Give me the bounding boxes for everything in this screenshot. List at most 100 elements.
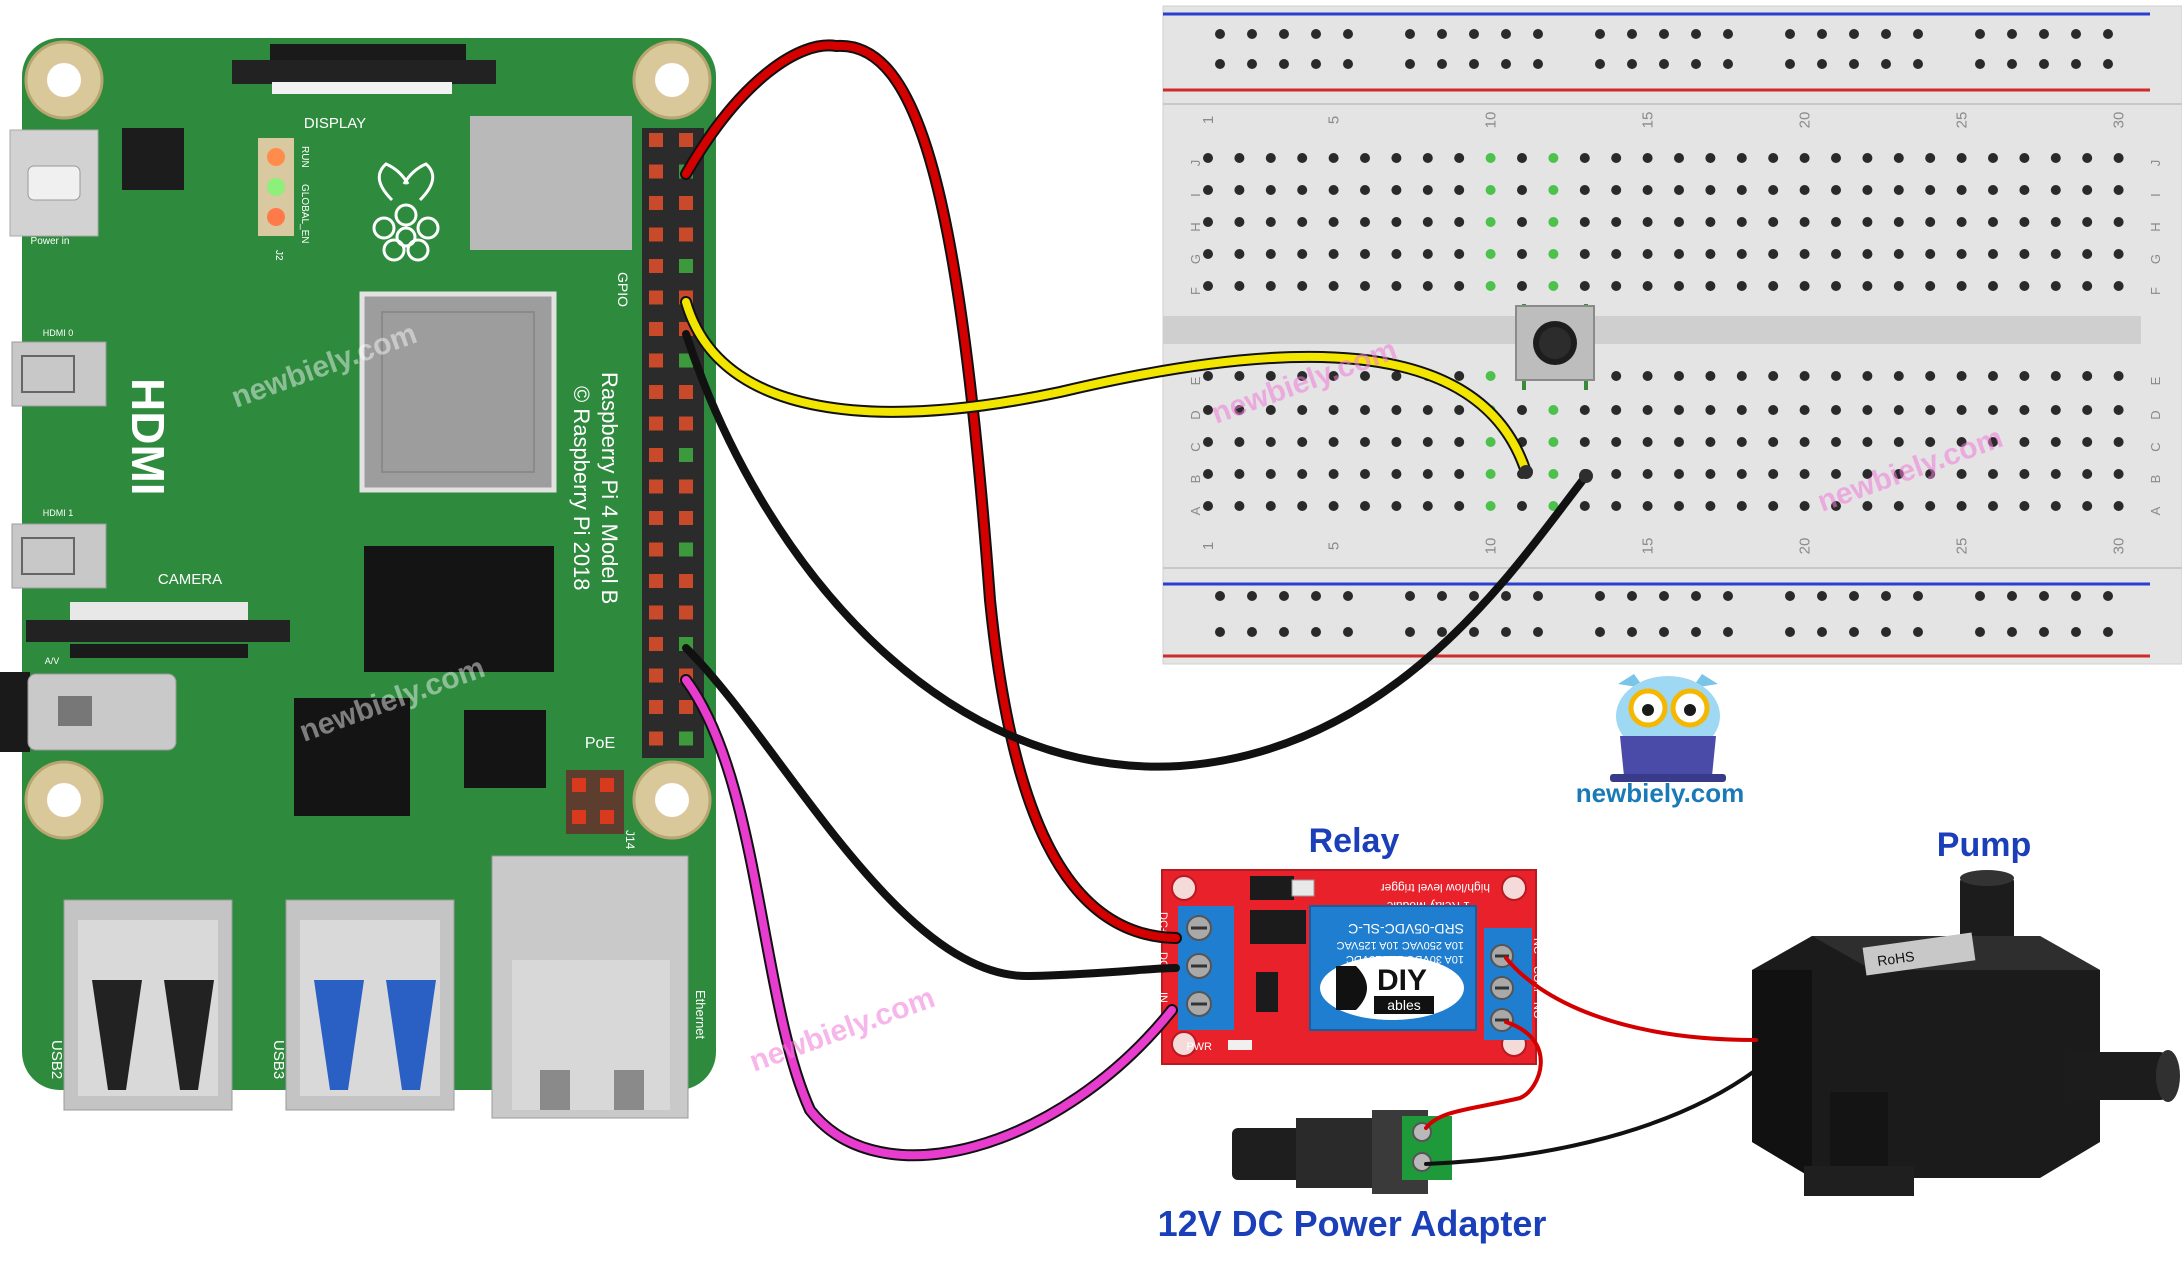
breadboard-hole bbox=[1203, 185, 1213, 195]
breadboard-hole bbox=[1611, 153, 1622, 163]
breadboard-row-letter: B bbox=[2148, 475, 2163, 484]
breadboard-row-letter: D bbox=[1188, 410, 1203, 419]
breadboard-hole bbox=[1611, 281, 1622, 291]
breadboard-hole bbox=[2050, 437, 2061, 447]
relay-rating1-label: 10A 250VAC 10A 125VAC bbox=[1337, 939, 1464, 951]
breadboard-hole bbox=[1674, 437, 1684, 447]
breadboard-hole bbox=[1674, 405, 1684, 415]
breadboard-rail-hole bbox=[1247, 59, 1257, 69]
breadboard-hole bbox=[2082, 185, 2093, 195]
breadboard-hole bbox=[1422, 469, 1433, 479]
breadboard-hole bbox=[1297, 469, 1308, 479]
breadboard-hole bbox=[1736, 217, 1747, 227]
breadboard-hole bbox=[1799, 501, 1810, 511]
breadboard-hole bbox=[1517, 405, 1527, 415]
breadboard-rail-hole bbox=[1469, 59, 1479, 69]
breadboard-hole bbox=[1642, 371, 1653, 381]
breadboard-hole bbox=[1297, 437, 1308, 447]
breadboard-rail-hole bbox=[1975, 627, 1985, 637]
breadboard-hole bbox=[1831, 217, 1841, 227]
breadboard-row-letter: G bbox=[1188, 254, 1203, 264]
breadboard-rail-hole bbox=[1691, 59, 1701, 69]
breadboard-hole bbox=[1391, 217, 1402, 227]
breadboard-hole bbox=[1265, 185, 1276, 195]
breadboard-hole bbox=[1988, 371, 1998, 381]
breadboard-rail-hole bbox=[1913, 627, 1923, 637]
breadboard-hole bbox=[1736, 469, 1747, 479]
breadboard-rail-hole bbox=[2071, 59, 2081, 69]
gpio-pin bbox=[649, 353, 663, 368]
breadboard-rail-hole bbox=[2039, 59, 2049, 69]
usb2-port bbox=[63, 899, 233, 1111]
breadboard-rail-hole bbox=[1501, 29, 1511, 39]
breadboard-hole bbox=[1485, 469, 1496, 479]
breadboard-hole bbox=[1768, 153, 1779, 163]
breadboard-hole bbox=[2019, 371, 2030, 381]
breadboard-rail-hole bbox=[1785, 627, 1795, 637]
breadboard-hole bbox=[1391, 185, 1402, 195]
breadboard-hole bbox=[2019, 185, 2030, 195]
breadboard-hole bbox=[1548, 185, 1559, 195]
breadboard-hole bbox=[1579, 185, 1590, 195]
breadboard-rail-hole bbox=[1881, 627, 1891, 637]
breadboard-hole bbox=[1360, 281, 1370, 291]
breadboard-hole bbox=[1265, 405, 1276, 415]
raspberry-pi-board: DISPLAY Power in RUN GLOBAL_EN J2 PoE J bbox=[0, 38, 716, 1119]
breadboard-hole bbox=[2019, 249, 2030, 259]
breadboard-hole bbox=[1893, 371, 1904, 381]
breadboard-hole bbox=[2082, 249, 2093, 259]
wires bbox=[680, 39, 1758, 1166]
gpio-pin bbox=[649, 605, 663, 620]
breadboard-hole bbox=[1831, 153, 1841, 163]
breadboard-rail-hole bbox=[1849, 627, 1859, 637]
breadboard-rail-hole bbox=[1691, 29, 1701, 39]
breadboard-rail-hole bbox=[1691, 591, 1701, 601]
breadboard-row-letter: H bbox=[1188, 222, 1203, 231]
breadboard-hole bbox=[1768, 371, 1779, 381]
breadboard-rail-hole bbox=[1469, 29, 1479, 39]
breadboard-rail-hole bbox=[1533, 29, 1543, 39]
breadboard-rail-hole bbox=[2071, 591, 2081, 601]
breadboard-hole bbox=[1674, 185, 1684, 195]
gpio-pin bbox=[679, 479, 693, 494]
breadboard-col-number: 5 bbox=[1326, 542, 1343, 550]
breadboard-hole bbox=[2019, 437, 2030, 447]
breadboard-hole bbox=[1925, 501, 1936, 511]
relay-pin-in: IN bbox=[1157, 992, 1169, 1003]
breadboard-hole bbox=[1642, 185, 1653, 195]
gpio-pin bbox=[679, 511, 693, 525]
relay-pin-no: NO bbox=[1531, 1002, 1543, 1019]
led-global-en-label: GLOBAL_EN bbox=[299, 184, 310, 243]
breadboard-hole bbox=[1768, 185, 1779, 195]
breadboard-hole bbox=[1925, 405, 1936, 415]
breadboard-hole bbox=[1454, 437, 1465, 447]
breadboard-rail-hole bbox=[1659, 591, 1669, 601]
breadboard-rail-hole bbox=[1311, 591, 1321, 601]
breadboard-hole bbox=[1831, 371, 1841, 381]
breadboard-rail-hole bbox=[2103, 627, 2113, 637]
breadboard-hole bbox=[1674, 469, 1684, 479]
gpio-pin bbox=[649, 542, 663, 557]
gpio-pin bbox=[679, 385, 693, 399]
breadboard-row-letter: H bbox=[2148, 222, 2163, 231]
relay-pin-nc: NC bbox=[1531, 938, 1543, 954]
ethernet-label: Ethernet bbox=[693, 990, 708, 1040]
breadboard-hole bbox=[1956, 153, 1967, 163]
breadboard-hole bbox=[1768, 281, 1779, 291]
breadboard-hole bbox=[1736, 153, 1747, 163]
breadboard-hole bbox=[1705, 371, 1716, 381]
breadboard-hole bbox=[1799, 405, 1810, 415]
gpio-pin bbox=[679, 196, 693, 210]
breadboard-rail-hole bbox=[1975, 591, 1985, 601]
water-pump: RoHS bbox=[1752, 870, 2180, 1196]
wire-black-gnd-relay bbox=[682, 644, 1180, 981]
breadboard-rail-hole bbox=[1785, 59, 1795, 69]
breadboard-rail-hole bbox=[1247, 29, 1257, 39]
breadboard-hole bbox=[2050, 153, 2061, 163]
breadboard-hole bbox=[1234, 437, 1245, 447]
breadboard-hole bbox=[1485, 437, 1496, 447]
breadboard-hole bbox=[1328, 501, 1339, 511]
breadboard-row-letter: C bbox=[1188, 442, 1203, 451]
breadboard-hole bbox=[1579, 405, 1590, 415]
